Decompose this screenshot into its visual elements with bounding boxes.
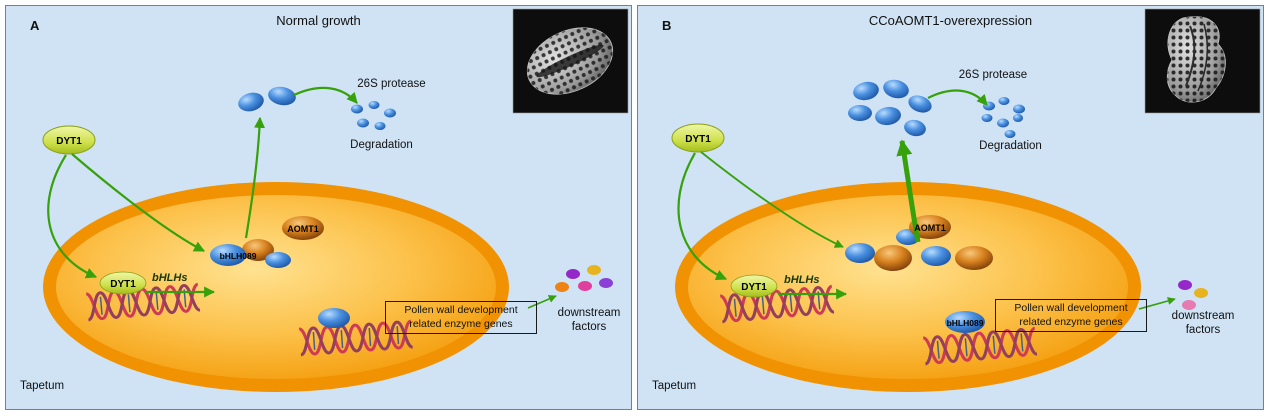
aomt1-sequestration-cluster	[845, 215, 993, 271]
panel-b-art: DYT1 DYT1 AOMT1 bHLH089	[671, 8, 1261, 392]
blue-blob	[845, 243, 875, 263]
blue-blob-on-dna	[318, 308, 350, 328]
blue-blob	[265, 252, 291, 268]
bhlhs-arrow-label: bHLHs	[152, 272, 188, 284]
tapetum-label: Tapetum	[652, 380, 697, 392]
dyt1-nuclear-blob	[99, 271, 147, 295]
arrow-dyt1-to-nucleus	[47, 154, 98, 279]
degradation-fragments	[981, 97, 1025, 138]
degradation-fragments	[351, 101, 396, 130]
panel-title: Normal growth	[276, 13, 361, 28]
arrows	[677, 89, 1176, 310]
dyt1-free-label: DYT1	[56, 136, 82, 147]
orange-blob	[242, 239, 274, 261]
orange-blob	[874, 245, 912, 271]
arrow-dyt1-to-cluster	[700, 151, 844, 248]
orange-blob	[955, 246, 993, 270]
bhlhs-arrow-label: bHLHs	[784, 274, 820, 286]
arrow-cluster-to-export-thick	[896, 139, 921, 243]
aomt1-label: AOMT1	[914, 223, 946, 233]
panel-normal-growth: DYT1 DYT1 bHLH089 AOMT1 A Normal growth …	[5, 5, 632, 410]
arrow-genes-to-downstream	[1138, 297, 1176, 310]
panel-a-art: DYT1 DYT1 bHLH089 AOMT1	[42, 8, 629, 392]
blue-blob	[210, 244, 246, 266]
ubiquitinated-blobs	[238, 86, 296, 112]
dyt1-free-blob	[42, 125, 96, 155]
enzyme-genes-box: Pollen wall development related enzyme g…	[995, 299, 1147, 333]
enzyme-genes-box: Pollen wall development related enzyme g…	[385, 301, 537, 335]
ubiquitinated-blobs	[848, 79, 932, 137]
dyt1-free-blob	[671, 123, 725, 153]
bhlh089-label: bHLH089	[947, 318, 984, 328]
arrow-to-degradation	[293, 86, 358, 104]
arrow-dyt1-to-nucleus	[677, 152, 728, 281]
dyt1-nuclear-label: DYT1	[741, 282, 767, 293]
bhlh089-blob-on-dna	[945, 311, 985, 333]
arrow-dyt1-to-bhlh089	[71, 153, 205, 252]
arrow-genes-to-downstream	[527, 295, 557, 309]
bhlh089-aomt1-cluster	[210, 216, 324, 268]
downstream-factor-dots	[555, 265, 613, 292]
panel-title: CCoAOMT1-overexpression	[868, 13, 1033, 28]
aomt1-blob	[282, 216, 324, 240]
aomt1-blob	[909, 215, 951, 239]
blue-blob	[921, 246, 951, 266]
tapetum-label: Tapetum	[20, 380, 65, 392]
panel-letter: A	[30, 18, 40, 33]
arrow-cluster-to-export	[244, 116, 266, 239]
pollen-sem-image	[1144, 8, 1261, 114]
downstream-factors-label: downstream factors	[1171, 310, 1235, 336]
protease-label: 26S protease	[357, 78, 426, 90]
blue-blob	[238, 92, 264, 112]
panel-ccoaomt1-overexpression: DYT1 DYT1 AOMT1 bHLH089 B CCoAOMT1-overe…	[637, 5, 1264, 410]
blue-blob	[268, 86, 296, 106]
degradation-label: Degradation	[979, 140, 1042, 152]
aomt1-label: AOMT1	[287, 224, 319, 234]
dyt1-nuclear-label: DYT1	[110, 279, 136, 290]
degradation-label: Degradation	[350, 139, 413, 151]
arrow-to-degradation	[927, 89, 988, 106]
downstream-factor-dots	[1178, 280, 1208, 310]
arrows	[47, 86, 557, 309]
pollen-sem-image	[512, 8, 629, 114]
bhlh089-label: bHLH089	[220, 251, 257, 261]
protease-label: 26S protease	[958, 69, 1028, 81]
downstream-factors-label: downstream factors	[557, 307, 621, 333]
dyt1-free-label: DYT1	[685, 134, 711, 145]
dyt1-nuclear-blob	[730, 274, 778, 298]
panel-letter: B	[662, 18, 672, 33]
